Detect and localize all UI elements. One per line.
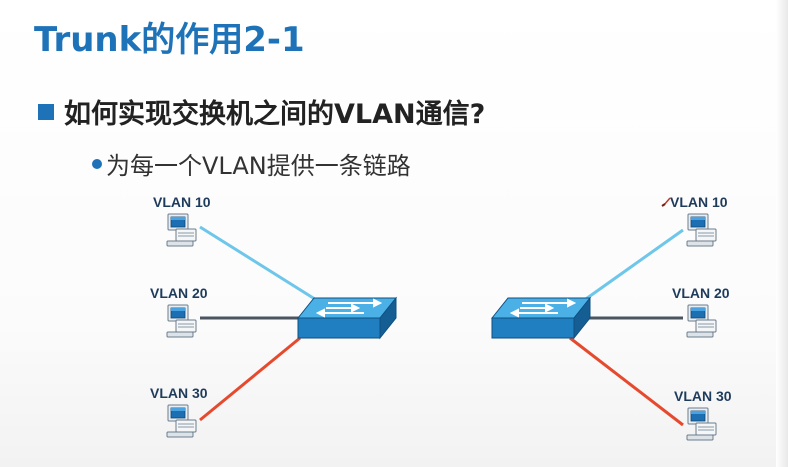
bullet-sub: 为每一个VLAN提供一条链路 bbox=[92, 146, 411, 181]
left-vlan30-link bbox=[199, 336, 301, 422]
left-vlan30-label: VLAN 30 bbox=[150, 385, 208, 401]
left-vlan10-link bbox=[199, 225, 319, 303]
bullet-sub-text: 为每一个VLAN提供一条链路 bbox=[106, 152, 411, 180]
left-pc-vlan10-icon bbox=[166, 213, 197, 247]
left-vlan20-label: VLAN 20 bbox=[150, 285, 208, 301]
left-pc-vlan30-icon bbox=[166, 404, 197, 438]
right-vlan10-label: VLAN 10 bbox=[670, 194, 728, 210]
right-vlan10-link bbox=[582, 228, 684, 303]
bullet-main: 如何实现交换机之间的VLAN通信? bbox=[38, 92, 485, 131]
dot-bullet-icon bbox=[92, 158, 102, 169]
right-vlan30-link bbox=[569, 336, 684, 427]
square-bullet-icon bbox=[38, 103, 54, 120]
slide-edge-decoration bbox=[776, 0, 788, 467]
left-switch-icon bbox=[297, 297, 397, 339]
right-vlan30-label: VLAN 30 bbox=[674, 388, 732, 404]
right-switch-icon bbox=[491, 297, 591, 339]
pointer-mark-icon bbox=[661, 197, 671, 207]
right-pc-vlan30-icon bbox=[686, 407, 717, 441]
left-pc-vlan20-icon bbox=[166, 304, 197, 338]
right-pc-vlan10-icon bbox=[686, 213, 717, 247]
right-vlan20-label: VLAN 20 bbox=[672, 285, 730, 301]
slide-title: Trunk的作用2-1 bbox=[34, 20, 305, 60]
bullet-main-text: 如何实现交换机之间的VLAN通信? bbox=[64, 99, 486, 130]
left-vlan10-label: VLAN 10 bbox=[153, 194, 211, 210]
right-pc-vlan20-icon bbox=[686, 304, 717, 338]
